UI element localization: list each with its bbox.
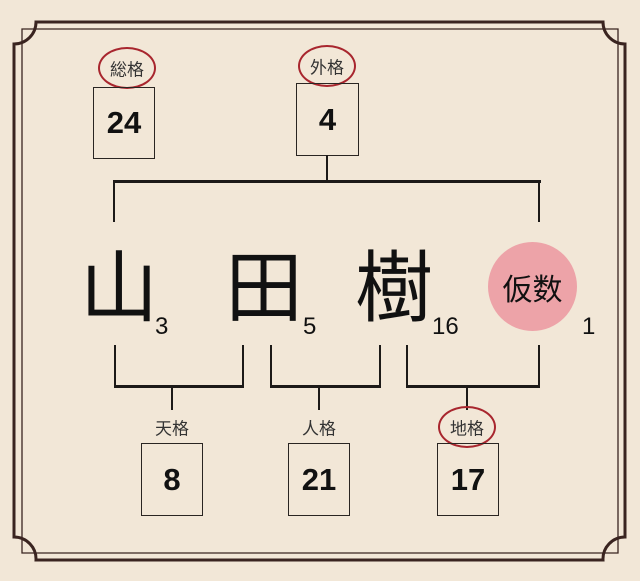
dummy-number-strokes: 1 <box>582 313 596 340</box>
souka-value: 24 <box>106 105 142 140</box>
name-char-2-strokes: 5 <box>303 313 317 340</box>
jinkaku-label: 人格 <box>302 419 336 440</box>
name-char-1-strokes: 3 <box>155 313 169 340</box>
gaika-value: 4 <box>318 101 337 137</box>
jinkaku-value-box: 21 <box>288 443 350 516</box>
name-char-3-strokes: 16 <box>432 313 459 340</box>
tenkaku-value: 8 <box>163 461 181 497</box>
gaika-label: 外格 <box>310 58 344 79</box>
dummy-number-label: 仮数 <box>502 272 563 308</box>
name-char-3: 樹 <box>355 244 434 334</box>
chikaku-value-box: 17 <box>437 443 499 516</box>
tenkaku-value-box: 8 <box>141 443 203 516</box>
jinkaku-value: 21 <box>301 461 337 497</box>
gaika-highlight-ring <box>298 45 356 87</box>
chikaku-highlight-ring <box>438 406 496 448</box>
chikaku-value: 17 <box>450 461 486 497</box>
gaika-value-box: 4 <box>296 83 359 156</box>
chikaku-label: 地格 <box>450 419 484 440</box>
tenkaku-label: 天格 <box>155 419 189 440</box>
souka-label: 総格 <box>110 60 144 81</box>
name-char-2: 田 <box>225 244 304 334</box>
dummy-number-circle: 仮数 <box>488 242 577 331</box>
souka-value-box: 24 <box>93 87 155 159</box>
souka-highlight-ring <box>98 47 156 89</box>
name-char-1: 山 <box>80 244 159 334</box>
